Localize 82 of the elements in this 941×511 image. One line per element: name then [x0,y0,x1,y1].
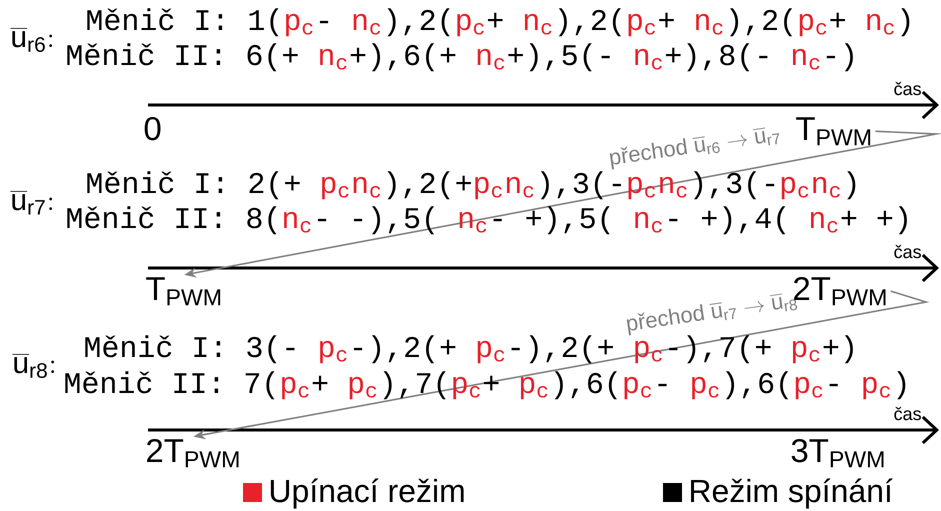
tick-label: T$_{PWM}$ [796,117,870,146]
label: p$_{c}$n$_{c}$ [782,176,840,200]
label: p$_{c}$ [796,376,822,400]
code-line: Měnič II: 6(+ n$_{c}$+),6(+ n$_{c}$+),5(- n$_{c}$+),8(- n$_{c}$ -) [67,43,853,72]
label: ),6( [554,371,617,400]
label: + [659,12,674,28]
label: p$_{c}$ [478,340,504,364]
label: ),3(- [540,171,621,200]
label: ),3(- [694,171,774,200]
label: - -),5( [318,206,434,234]
label: - +),5( [494,206,610,234]
label: +) [824,335,853,364]
axis-label: čas [894,244,921,258]
axis-label: čas [894,406,921,420]
label: p$_{c}$ [457,14,484,36]
label: p$_{c}$ [624,376,651,400]
label: +),8(- [666,43,768,72]
label: n$_{c}$ [478,48,504,70]
label: ),7( [384,371,446,400]
label: -),2(+ [354,335,456,364]
label: -) [826,43,853,72]
label: Měnič I: 1( [87,8,278,36]
label: ),2(+ [388,171,471,200]
legend-label: Upínací režim [270,478,464,509]
legend-label: Režim spínání [691,478,893,509]
tick-label: 2T$_{PWM}$ [147,438,238,468]
label: n$_{c}$ [792,48,820,70]
label: n$_{c}$ [696,14,723,35]
axis-label: čas [894,82,921,96]
tick-label: 0 [144,116,160,140]
label: + [488,12,503,28]
label: -),2(+ [512,335,613,364]
label: - +),4( [669,206,786,234]
label: + [484,376,499,390]
label: ) [847,171,856,200]
label: Měnič II: 7( [65,371,274,400]
label: p$_{c}$ [692,376,719,400]
label: n$_{c}$ [635,212,662,233]
label: + [312,376,328,390]
label: +),6(+ [350,43,456,72]
tick-label: 3T$_{PWM}$ [792,438,884,468]
label: p$_{c}$n$_{c}$ [475,176,534,200]
label: p$_{c}$ [282,376,309,400]
label: p$_{c}$ [286,14,313,36]
label: +),5(- [508,43,610,72]
label: ) [897,371,906,400]
label: -),7(+ [669,335,771,364]
label: p$_{c}$ [628,14,655,36]
label: p$_{c}$n$_{c}$ [322,176,380,200]
label: p$_{c}$ [792,340,820,364]
label: - [830,384,838,386]
label: ) [901,8,910,36]
label: n$_{c}$ [524,14,552,35]
label: n$_{c}$ [867,14,894,35]
label: n$_{c}$ [320,48,347,70]
label: Měnič I: 3(- [85,335,294,364]
label: + [830,12,845,28]
label: n$_{c}$ [284,212,311,233]
label: Měnič II: 8( [67,206,276,234]
label: p$_{c}$ [800,14,826,36]
label: Měnič II: 6(+ [67,43,298,72]
voltage-vector-label: $\overline{\mathrm{u}}_{\mathrm{r7}}{:}$ [10,191,52,215]
label: ),2( [388,8,450,36]
voltage-vector-label: $\overline{\mathrm{u}}_{\mathrm{r8}}{:}$ [12,354,54,378]
label: - [658,384,667,386]
tick-label: T$_{PWM}$ [146,277,220,306]
label: ),2( [558,8,621,36]
label: p$_{c}$ [350,376,376,400]
label: Měnič I: 2(+ [87,171,300,200]
label: + +) [842,206,907,234]
label: p$_{c}$ [320,340,347,364]
label: p$_{c}$ [863,376,890,400]
voltage-vector-label: $\overline{\mathrm{u}}_{\mathrm{r6}}{:}$ [10,28,52,52]
label: p$_{c}$ [520,376,548,400]
label: n$_{c}$ [810,212,838,233]
label: ),6( [726,371,788,400]
code-line: Měnič I: 1( p$_{c}$ - n$_{c}$ ),2( p$_{c}$ + n$_{c}$ ),2( p$_{c}$ + n$_{c}$ ),2( p$_{c}$ + n$_{c}$ ) [87,8,910,36]
label: n$_{c}$ [635,48,662,70]
label: n$_{c}$ [354,14,380,35]
label: ),2( [730,8,792,36]
edge-label: $\mbox{přechod}\ \overline{\mathrm{u}}_{\mathrm{r6}}\rightarrow\overline{\mathrm{u}}_{\mathrm{r7}}$ [610,128,779,170]
label: - [320,20,328,24]
